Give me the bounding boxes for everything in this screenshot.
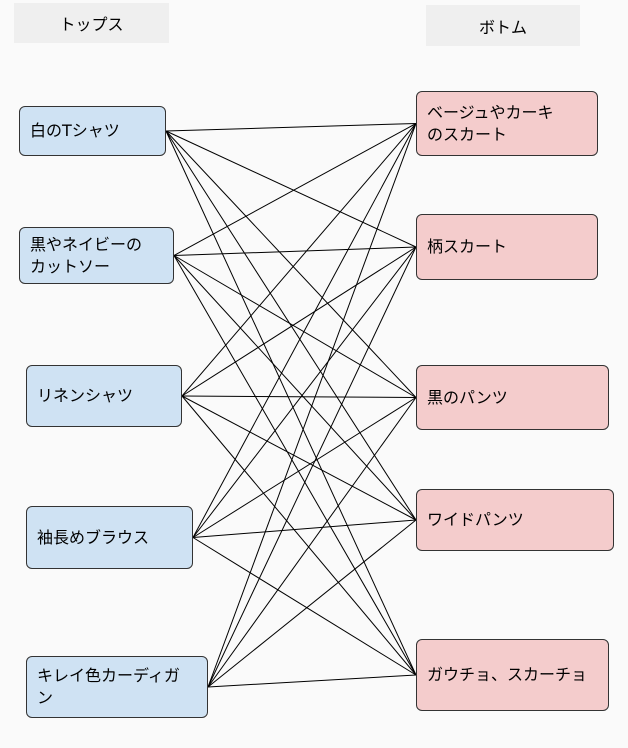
connector-t4-b2: [207, 397, 417, 688]
tops-item-white-tshirt: 白のTシャツ: [19, 106, 166, 156]
connector-t1-b2: [173, 255, 417, 398]
bottoms-item-beige-skirt: ベージュやカーキ のスカート: [416, 91, 598, 156]
tops-header: トップス: [14, 3, 169, 43]
connector-t3-b4: [192, 537, 417, 676]
tops-item-cutsew: 黒やネイビーの カットソー: [19, 227, 174, 284]
connector-t1-b4: [173, 255, 417, 676]
bottoms-item-gaucho: ガウチョ、スカーチョ: [416, 639, 609, 711]
connector-t0-b0: [165, 123, 417, 132]
connector-t0-b4: [165, 130, 417, 676]
connector-t2-b0: [181, 123, 417, 397]
connector-t3-b3: [192, 519, 417, 538]
bottoms-header: ボトム: [426, 5, 580, 46]
tops-item-cardigan: キレイ色カーディガ ン: [26, 656, 208, 718]
connector-t2-b4: [181, 395, 417, 676]
connector-t4-b4: [207, 674, 417, 688]
connector-t3-b2: [192, 397, 417, 538]
connector-t1-b1: [173, 246, 417, 256]
connector-t4-b1: [207, 246, 417, 688]
bottoms-item-black-pants: 黒のパンツ: [416, 365, 609, 430]
connector-t4-b0: [207, 123, 417, 688]
connector-t0-b2: [165, 130, 417, 398]
connector-t2-b1: [181, 246, 417, 397]
connector-t3-b1: [192, 246, 417, 538]
connector-t2-b2: [181, 395, 417, 398]
bottoms-item-wide-pants: ワイドパンツ: [416, 489, 614, 551]
bottoms-item-pattern-skirt: 柄スカート: [416, 214, 598, 280]
connector-t3-b0: [192, 123, 417, 538]
connector-t4-b3: [207, 519, 417, 688]
connector-t1-b0: [173, 123, 417, 256]
tops-item-linen-shirt: リネンシャツ: [26, 365, 182, 427]
tops-item-blouse: 袖長めブラウス: [26, 506, 193, 569]
connector-t2-b3: [181, 395, 417, 521]
connector-t1-b3: [173, 255, 417, 521]
connector-t0-b1: [165, 130, 417, 248]
